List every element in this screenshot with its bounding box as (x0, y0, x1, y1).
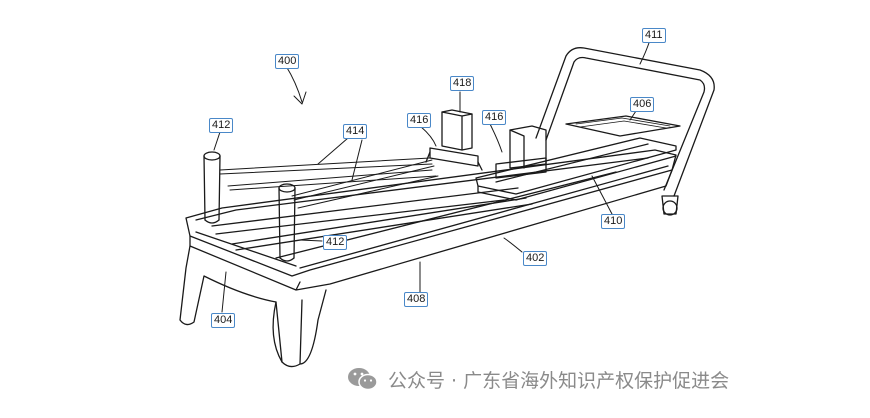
watermark: 公众号 · 广东省海外知识产权保护促进会 (346, 366, 729, 392)
label-408: 408 (404, 292, 429, 307)
label-410: 410 (601, 214, 626, 229)
label-414: 414 (343, 124, 368, 139)
leg-right (299, 289, 327, 365)
label-404: 404 (211, 313, 236, 328)
label-406: 406 (630, 97, 655, 112)
label-416-left: 416 (407, 113, 432, 128)
ropes-414 (219, 137, 439, 209)
label-411: 411 (642, 28, 666, 43)
label-400: 400 (275, 54, 300, 69)
spring-plate-406 (565, 115, 681, 137)
label-416-right: 416 (482, 110, 507, 125)
foot-bar-411 (535, 47, 715, 216)
label-412-rear: 412 (209, 118, 234, 133)
label-412-front: 412 (323, 235, 348, 250)
post-412-rear (203, 151, 221, 224)
carriage-410 (475, 137, 677, 201)
wechat-icon (348, 368, 378, 391)
label-402: 402 (523, 251, 548, 266)
label-418: 418 (450, 76, 475, 91)
shoulder-block-416 (495, 125, 547, 179)
watermark-text: 公众号 · 广东省海外知识产权保护促进会 (388, 369, 730, 392)
leg-404 (179, 245, 303, 368)
shoulder-block-418 (425, 109, 483, 171)
inner-rails (211, 171, 617, 259)
